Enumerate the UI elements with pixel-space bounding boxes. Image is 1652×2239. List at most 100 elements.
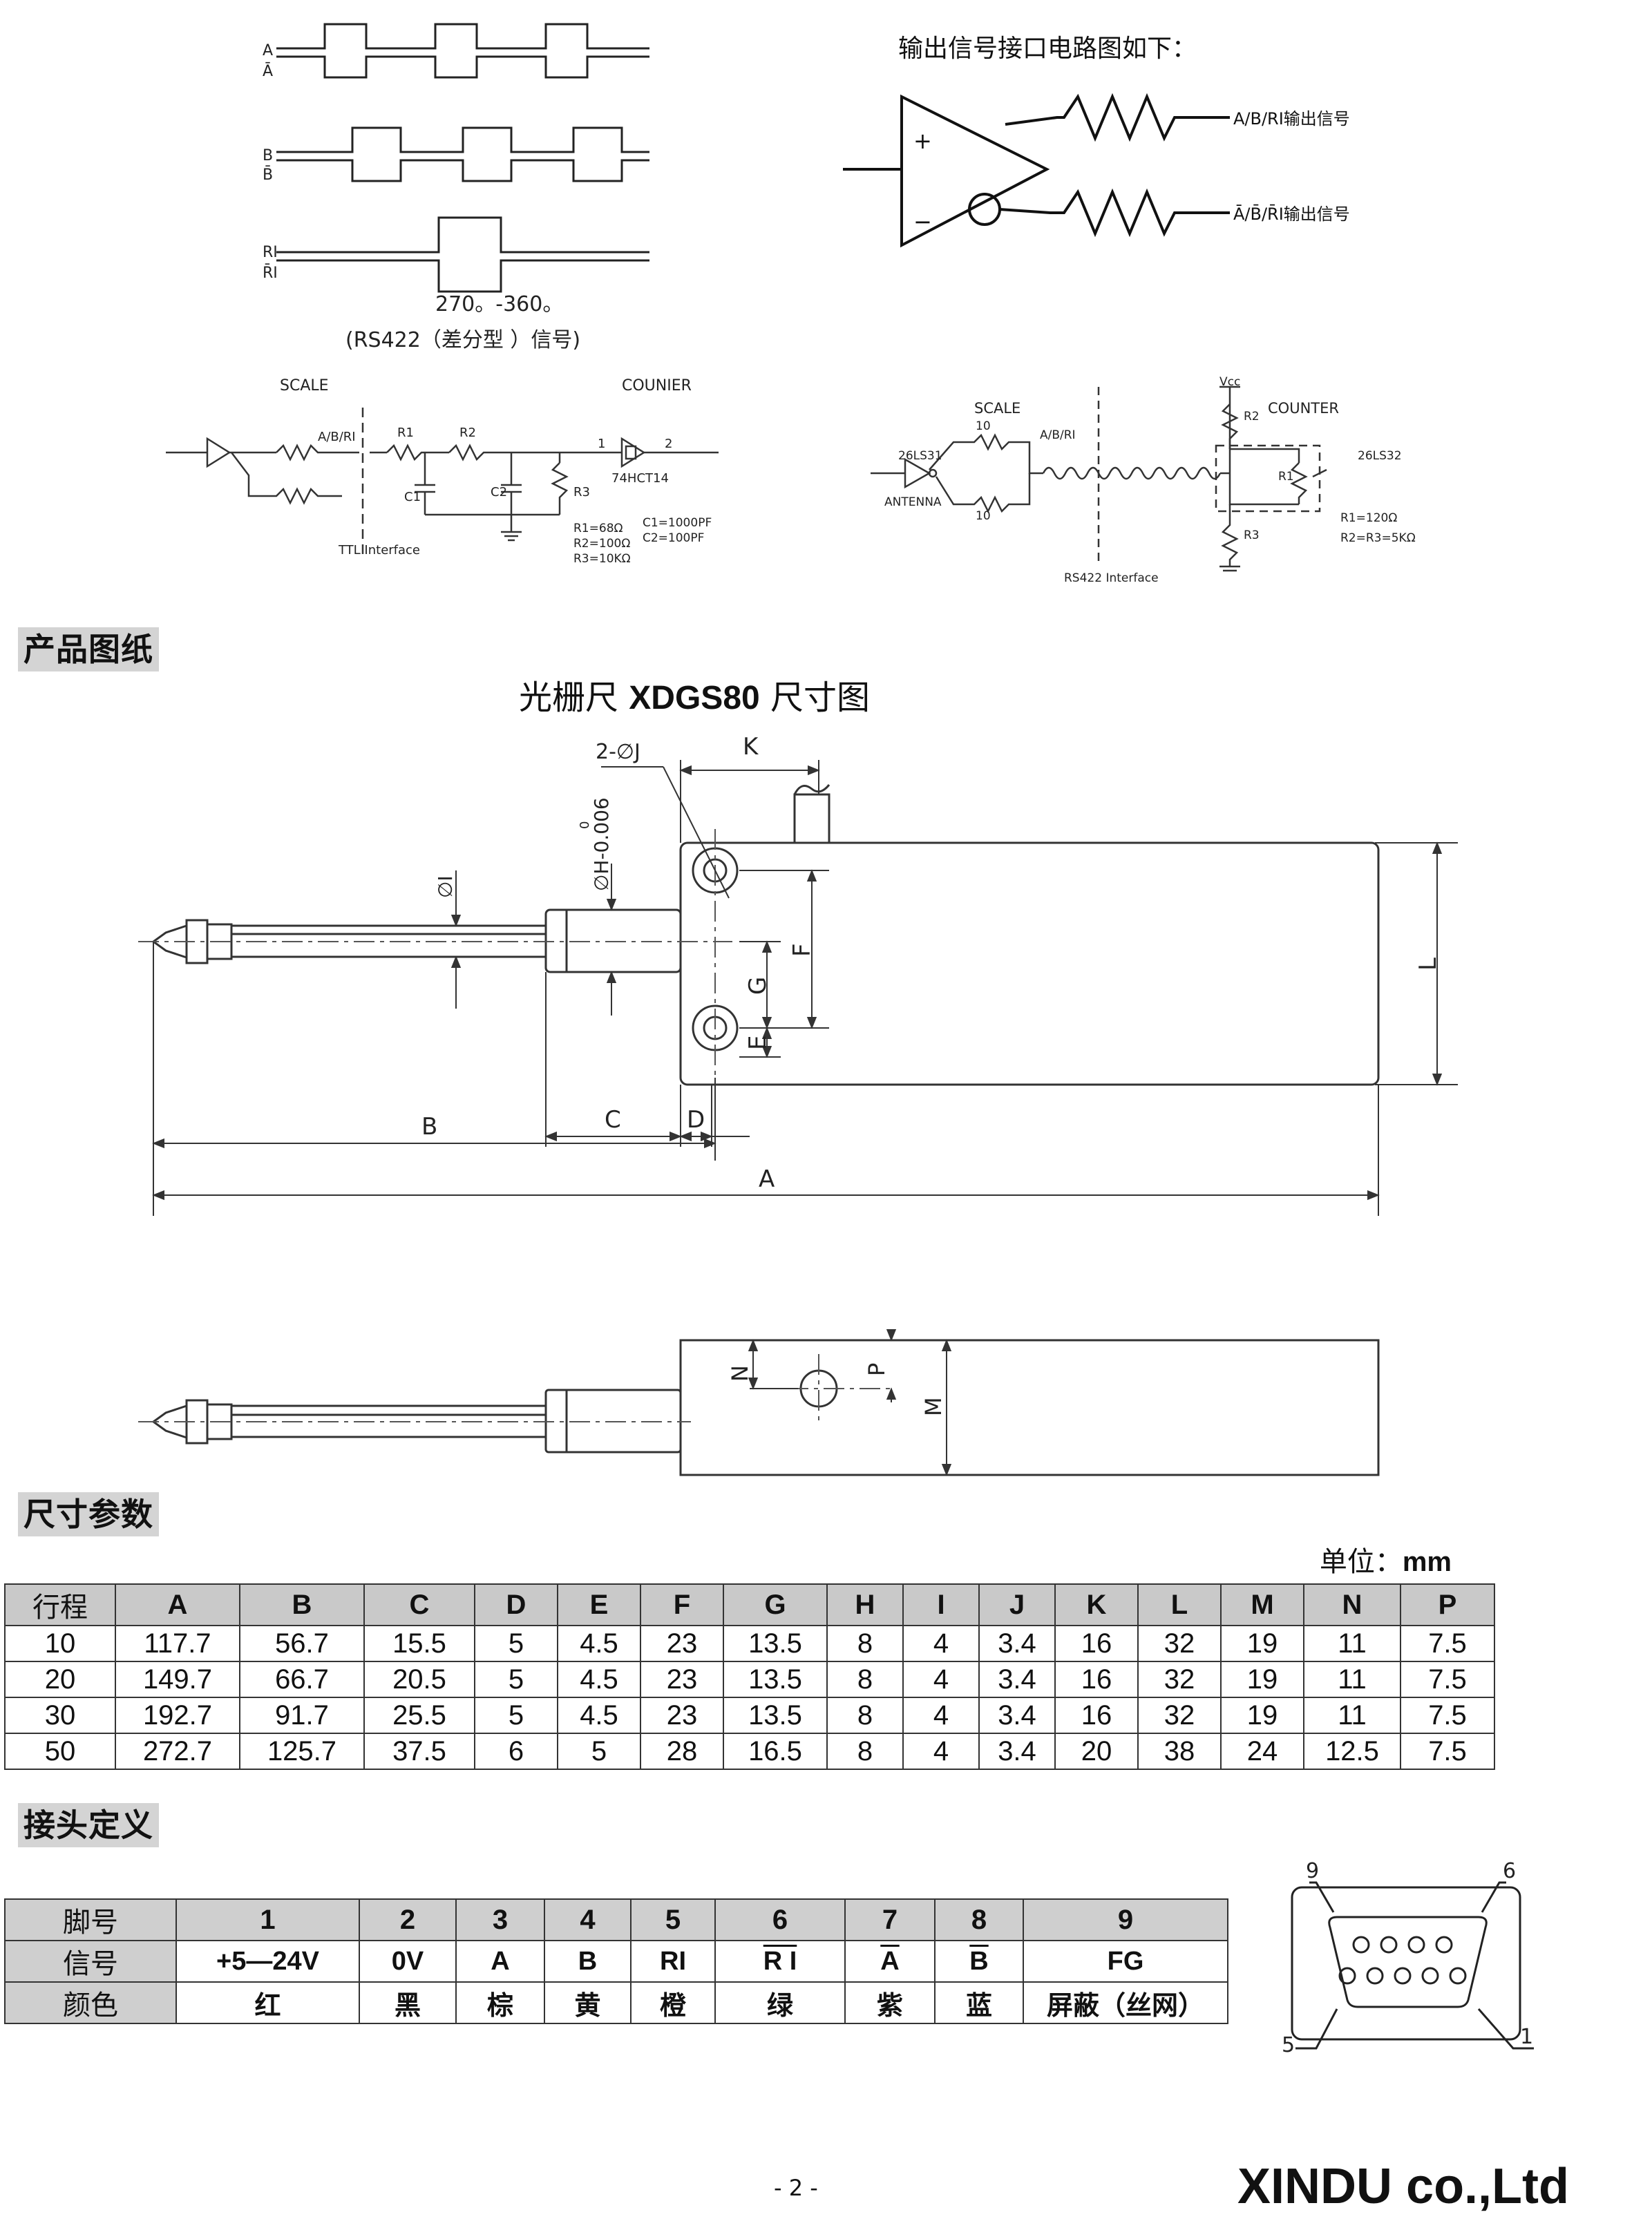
dimension-cell: 23 <box>640 1625 724 1662</box>
rs422-interface-circuit: SCALE COUNTER Vcc 26LS31 26LS32 ANTENNA … <box>871 375 1416 585</box>
dimension-cell: 3.4 <box>978 1697 1056 1734</box>
pin-signal-row: 信号 +5—24V 0V A B RI R I A B FG <box>4 1940 1228 1983</box>
dim-label-h: ∅H-0.006 <box>590 797 613 891</box>
header-j: J <box>978 1583 1056 1626</box>
dimension-cell: 20 <box>1054 1733 1139 1770</box>
dim-label-d: D <box>687 1106 705 1134</box>
output-circuit: 输出信号接口电路图如下： + − A/B/RI输出信号 Ā/B̄/R̄I输出信号 <box>843 35 1350 248</box>
output-positive-label: A/B/RI输出信号 <box>1233 109 1350 128</box>
dimension-cell: 66.7 <box>239 1661 365 1698</box>
pin-signal: R I <box>714 1940 846 1983</box>
dimension-cell: 149.7 <box>115 1661 240 1698</box>
ttl-value-c1: C1=1000PF <box>643 516 712 530</box>
db9-pin-9-label: 9 <box>1306 1859 1319 1883</box>
pin-color: 绿 <box>714 1981 846 2024</box>
dimension-cell: 23 <box>640 1661 724 1698</box>
ttl-scale-label: SCALE <box>280 377 329 394</box>
rs422-antenna-label: ANTENNA <box>884 495 942 509</box>
header-f: F <box>640 1583 724 1626</box>
header-n: N <box>1303 1583 1401 1626</box>
wave-label-ri: RI <box>263 244 278 261</box>
dim-label-l: L <box>1414 957 1442 971</box>
dimension-cell: 7.5 <box>1400 1661 1495 1698</box>
dimension-cell: 7.5 <box>1400 1733 1495 1770</box>
wave-label-a-bar: Ā <box>263 63 273 80</box>
rs422-counter-label: COUNTER <box>1268 400 1339 417</box>
dim-label-g: G <box>744 977 772 995</box>
pin-number: 9 <box>1023 1898 1228 1941</box>
ttl-value-r1: R1=68Ω <box>573 522 623 535</box>
dim-label-h-zero: 0 <box>578 821 592 829</box>
ttl-c2-label: C2 <box>491 485 507 499</box>
rs422-chip-left: 26LS31 <box>898 449 942 463</box>
ttl-pin1-label: 1 <box>598 437 605 451</box>
pin-number: 3 <box>455 1898 545 1941</box>
rs422-interface-label: RS422 Interface <box>1064 571 1159 585</box>
pin-color-row: 颜色 红 黑 棕 黄 橙 绿 紫 蓝 屏蔽（丝网） <box>4 1981 1228 2024</box>
dimension-cell: 16 <box>1054 1625 1139 1662</box>
pin-color: 橙 <box>630 1981 716 2024</box>
pin-color: 屏蔽（丝网） <box>1023 1981 1228 2024</box>
drawing-title-prefix: 光栅尺 <box>519 678 629 717</box>
rs422-scale-label: SCALE <box>974 400 1020 417</box>
dimension-cell: 6 <box>474 1733 558 1770</box>
header-a: A <box>115 1583 240 1626</box>
rs422-vcc-label: Vcc <box>1219 375 1240 389</box>
header-m: M <box>1220 1583 1304 1626</box>
pin-number: 7 <box>844 1898 936 1941</box>
dimension-cell: 13.5 <box>723 1625 828 1662</box>
wave-label-b-bar: B̄ <box>263 166 273 184</box>
dimension-cell: 19 <box>1220 1697 1304 1734</box>
dim-label-a: A <box>759 1165 775 1193</box>
dimension-cell: 4.5 <box>557 1697 641 1734</box>
pin-color: 棕 <box>455 1981 545 2024</box>
rs422-r2-label: R2 <box>1244 410 1260 423</box>
dimension-cell: 20.5 <box>363 1661 475 1698</box>
header-b: B <box>239 1583 365 1626</box>
header-p: P <box>1400 1583 1495 1626</box>
drawing-title: 光栅尺 XDGS80 尺寸图 <box>0 670 1389 718</box>
rs422-r3-label: R3 <box>1244 528 1260 542</box>
dimension-cell: 8 <box>826 1733 904 1770</box>
pin-color: 紫 <box>844 1981 936 2024</box>
pin-signal: FG <box>1023 1940 1228 1983</box>
dim-label-m: M <box>920 1397 947 1416</box>
db9-pin-1-label: 1 <box>1520 2025 1533 2049</box>
dim-label-n: N <box>727 1365 753 1382</box>
header-c: C <box>363 1583 475 1626</box>
opamp-plus: + <box>913 128 932 154</box>
pin-number: 4 <box>544 1898 632 1941</box>
ttl-chip-label: 74HCT14 <box>611 471 669 486</box>
dimension-cell: 5 <box>474 1661 558 1698</box>
dimension-cell: 38 <box>1137 1733 1222 1770</box>
dimension-cell: 5 <box>474 1625 558 1662</box>
dimension-cell: 24 <box>1220 1733 1304 1770</box>
dimension-cell: 3.4 <box>978 1733 1056 1770</box>
table-header-row: 行程 A B C D E F G H I J K L M N P <box>4 1583 1495 1626</box>
dim-label-j: 2-∅J <box>596 740 640 764</box>
pin-signal: A <box>844 1940 936 1983</box>
signal-waveforms: A Ā B B̄ RI R̄I 270。-360。 (RS422（差分型 ）信号… <box>263 23 649 352</box>
dimension-cell: 13.5 <box>723 1697 828 1734</box>
rs422-r1-label: R1 <box>1278 470 1294 484</box>
dimension-cell: 7.5 <box>1400 1697 1495 1734</box>
unit-value: mm <box>1402 1547 1452 1577</box>
stroke-cell: 10 <box>4 1625 116 1662</box>
pin-color: 黑 <box>359 1981 457 2024</box>
output-circuit-title: 输出信号接口电路图如下： <box>898 35 1197 63</box>
db9-pin-6-label: 6 <box>1503 1859 1516 1883</box>
rs422-bus-label: A/B/RI <box>1040 428 1076 442</box>
pin-signal-label: 信号 <box>4 1940 177 1983</box>
stroke-cell: 50 <box>4 1733 116 1770</box>
dimension-cell: 5 <box>557 1733 641 1770</box>
dimension-cell: 4 <box>902 1661 980 1698</box>
dimension-cell: 3.4 <box>978 1661 1056 1698</box>
dimension-cell: 272.7 <box>115 1733 240 1770</box>
dimension-cell: 7.5 <box>1400 1625 1495 1662</box>
dim-label-f: F <box>788 943 816 957</box>
dimension-cell: 25.5 <box>363 1697 475 1734</box>
pin-definition-table: 脚号 1 2 3 4 5 6 7 8 9 信号 +5—24V 0V A B RI… <box>4 1898 1228 2024</box>
dim-label-e: E <box>744 1036 772 1050</box>
